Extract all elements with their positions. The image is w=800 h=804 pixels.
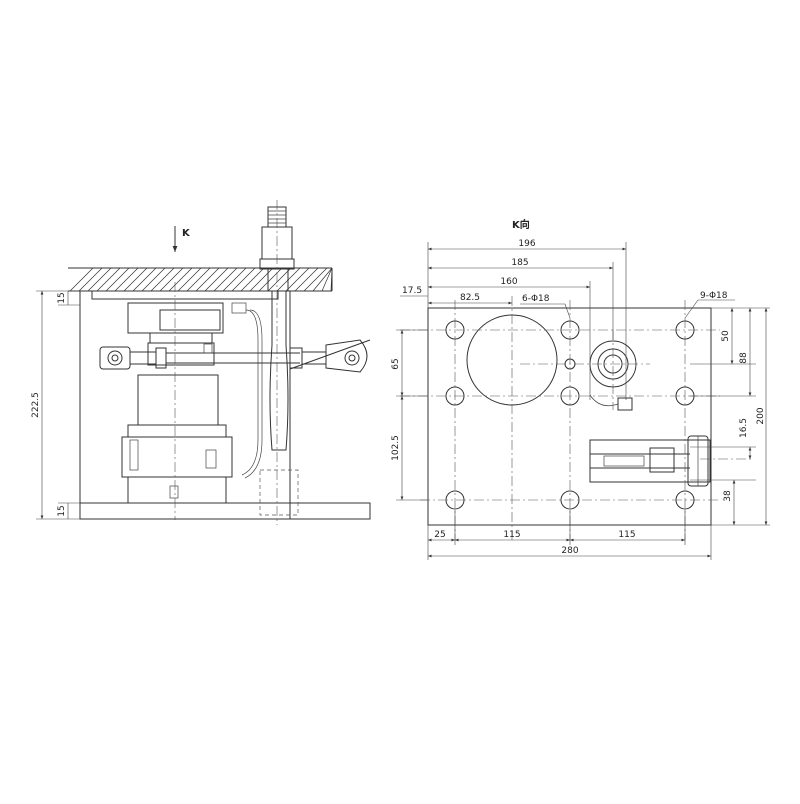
dim-196: 196 — [518, 239, 535, 249]
dim-102-5: 102.5 — [391, 435, 401, 461]
dim-25: 25 — [434, 530, 445, 540]
dim-bottom-offset: 15 — [57, 505, 67, 516]
hatch-line — [132, 267, 157, 292]
plan-right-dimensions: 50 88 200 16.5 38 — [690, 307, 770, 526]
hatch-line — [78, 267, 103, 292]
hatch-line — [195, 267, 220, 292]
hatch-line — [96, 267, 121, 292]
ceiling-hatch — [68, 267, 333, 292]
hatch-line — [87, 267, 112, 292]
hatch-line — [285, 267, 310, 292]
hatch-line — [186, 267, 211, 292]
hatch-line — [240, 267, 265, 292]
hatch-line — [141, 267, 166, 292]
base-plate — [79, 502, 371, 520]
plan-top-dimensions: 196 185 160 82.5 17.5 6-Φ18 9-Φ18 — [400, 239, 735, 400]
base-plate-outline — [427, 307, 712, 526]
hatch-line — [294, 267, 319, 292]
hatch-line — [258, 267, 283, 292]
label-9-holes: 9-Φ18 — [700, 291, 728, 301]
vertical-bolt — [241, 200, 299, 525]
hatch-line — [312, 267, 333, 292]
plan-stay-rod — [589, 435, 711, 487]
hatch-line — [168, 267, 193, 292]
hatch-line — [150, 267, 175, 292]
dim-top-offset: 15 — [57, 292, 67, 303]
plan-bottom-dimensions: 25 115 115 280 — [427, 510, 712, 560]
dim-65: 65 — [391, 358, 401, 369]
load-cell — [121, 302, 247, 504]
dim-88: 88 — [739, 352, 749, 364]
hatch-line — [123, 267, 148, 292]
cable-gland — [617, 397, 633, 411]
label-k: K — [182, 228, 191, 239]
hatch-line — [231, 267, 256, 292]
k-arrow: K — [172, 226, 191, 252]
hatch-line — [177, 267, 202, 292]
dim-160: 160 — [500, 277, 517, 287]
hatch-line — [159, 267, 184, 292]
hatch-line — [330, 267, 333, 292]
hatch-line — [114, 267, 139, 292]
hatch-line — [69, 267, 94, 292]
label-6-holes: 6-Φ18 — [522, 294, 550, 304]
dim-280: 280 — [561, 546, 578, 556]
side-dimensions: 222.5 15 15 — [31, 290, 80, 520]
hatch-line — [267, 267, 292, 292]
dim-115-right: 115 — [618, 530, 635, 540]
hatch-line — [303, 267, 328, 292]
dim-17-5: 17.5 — [402, 286, 422, 296]
label-k-view: K向 — [512, 218, 530, 231]
hatch-line — [249, 267, 274, 292]
hatch-line — [321, 267, 333, 292]
dim-115-left: 115 — [503, 530, 520, 540]
cable-line — [589, 394, 619, 407]
hatch-line — [222, 267, 247, 292]
stay-rod — [99, 339, 368, 373]
dim-38: 38 — [723, 490, 733, 502]
dim-50: 50 — [721, 330, 731, 342]
plan-left-dimensions: 65 102.5 — [391, 329, 428, 501]
dim-82-5: 82.5 — [460, 293, 480, 303]
top-plate — [91, 290, 279, 300]
hatch-line — [204, 267, 229, 292]
dim-overall-height: 222.5 — [31, 392, 41, 418]
hatch-line — [213, 267, 238, 292]
dim-185: 185 — [511, 258, 528, 268]
hatch-line — [105, 267, 130, 292]
dim-200: 200 — [756, 407, 766, 424]
mounting-frame — [79, 290, 291, 520]
dim-16-5: 16.5 — [739, 418, 749, 438]
plan-view: K向 — [391, 218, 770, 560]
side-view: K 222.5 15 15 — [31, 200, 371, 525]
